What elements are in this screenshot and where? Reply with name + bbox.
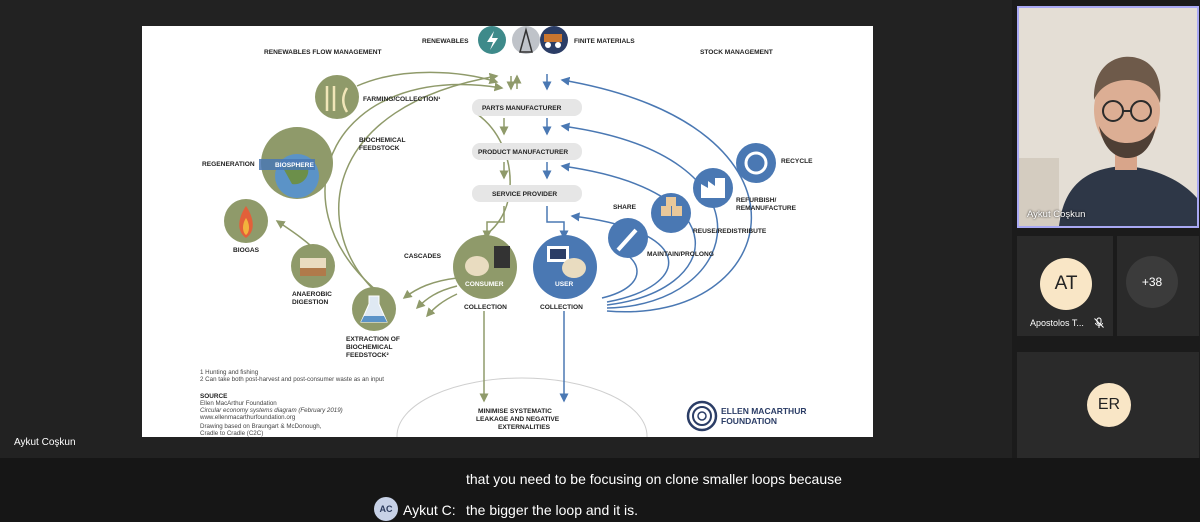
circular-economy-diagram: RENEWABLES FINITE MATERIALS RENEWABLES F…	[199, 26, 813, 437]
participant-name: Apostolos T...	[1030, 318, 1084, 328]
avatar: ER	[1087, 383, 1131, 427]
wheat-fish-icon	[315, 75, 359, 119]
label-extraction-3: FEEDSTOCK²	[346, 352, 390, 359]
label-cascades: CASCADES	[404, 253, 442, 260]
video-tile-name: Aykut Coşkun	[1027, 209, 1086, 220]
label-extraction-1: EXTRACTION OF	[346, 336, 400, 343]
label-collection-right: COLLECTION	[540, 304, 583, 311]
label-refurbish-2: REMANUFACTURE	[736, 205, 797, 212]
label-biochemical-1: BIOCHEMICAL	[359, 137, 406, 144]
label-minimise-2: LEAKAGE AND NEGATIVE	[476, 416, 560, 423]
live-captions-bar: that you need to be focusing on clone sm…	[0, 458, 1200, 522]
label-stock-management: STOCK MANAGEMENT	[700, 49, 773, 56]
logo-text-1: ELLEN MACARTHUR	[721, 406, 806, 416]
label-biogas: BIOGAS	[233, 247, 260, 254]
label-finite-materials: FINITE MATERIALS	[574, 38, 635, 45]
label-renewables: RENEWABLES	[422, 38, 469, 45]
label-minimise-1: MINIMISE SYSTEMATIC	[478, 408, 552, 415]
caption-speaker-avatar: AC	[374, 497, 398, 521]
product-manufacturer-box	[472, 143, 582, 160]
avatar-initials: ER	[1097, 396, 1121, 413]
presenter-name-label: Aykut Coşkun	[14, 437, 76, 448]
avatar-initials: AT	[1054, 273, 1078, 294]
recycle-icon	[736, 143, 776, 183]
leakage-ellipse	[396, 377, 648, 437]
more-count: +38	[1141, 275, 1163, 289]
label-recycle: RECYCLE	[781, 158, 813, 165]
label-farming: FARMING/COLLECTION¹	[363, 96, 440, 103]
caption-line-1: that you need to be focusing on clone sm…	[466, 471, 842, 487]
label-maintain: MAINTAIN/PROLONG	[647, 251, 714, 258]
label-user: USER	[555, 281, 574, 288]
mic-muted-icon	[1093, 316, 1105, 328]
label-anaerobic-2: DIGESTION	[292, 299, 329, 306]
shared-slide: RENEWABLES FINITE MATERIALS RENEWABLES F…	[142, 26, 873, 437]
footnote-2: 2 Can take both post-harvest and post-co…	[200, 376, 384, 383]
label-reuse: REUSE/REDISTRIBUTE	[693, 228, 767, 235]
source-line-3: www.ellenmacarthurfoundation.org	[199, 414, 296, 421]
oil-rig-icon	[512, 26, 540, 54]
parts-manufacturer-box	[472, 99, 582, 116]
top-icons	[478, 26, 568, 54]
source-line-4: Drawing based on Braungart & McDonough,	[200, 423, 322, 430]
label-refurbish-1: REFURBISH/	[736, 197, 776, 204]
ellen-macarthur-logo: ELLEN MACARTHUR FOUNDATION	[686, 400, 806, 432]
label-consumer: CONSUMER	[465, 281, 504, 288]
label-biochemical-2: FEEDSTOCK	[359, 145, 400, 152]
service-provider-box	[472, 185, 582, 202]
label-collection-left: COLLECTION	[464, 304, 507, 311]
label-minimise-3: EXTERNALITIES	[498, 424, 551, 431]
label-biosphere: BIOSPHERE	[275, 162, 314, 169]
more-participants-button[interactable]: +38	[1126, 256, 1178, 308]
caption-speaker-label: Aykut C:	[403, 502, 456, 518]
avatar: AT	[1040, 258, 1092, 310]
label-product-manufacturer: PRODUCT MANUFACTURER	[478, 149, 568, 156]
label-service-provider: SERVICE PROVIDER	[492, 191, 557, 198]
label-parts-manufacturer: PARTS MANUFACTURER	[482, 105, 562, 112]
caption-line-2: the bigger the loop and it is.	[466, 502, 639, 518]
label-regeneration: REGENERATION	[202, 161, 255, 168]
label-renewables-flow: RENEWABLES FLOW MANAGEMENT	[264, 49, 382, 56]
source-title: SOURCE	[200, 393, 228, 400]
label-extraction-2: BIOCHEMICAL	[346, 344, 393, 351]
source-line-5: Cradle to Cradle (C2C)	[200, 430, 263, 437]
active-speaker-video[interactable]: Aykut Coşkun	[1017, 6, 1199, 228]
speaker-video-feed	[1019, 8, 1197, 226]
source-line-2: Circular economy systems diagram (Februa…	[200, 407, 343, 414]
source-line-1: Ellen MacArthur Foundation	[200, 400, 277, 407]
logo-text-2: FOUNDATION	[721, 416, 777, 426]
caption-speaker-initials: AC	[379, 504, 393, 514]
technical-loops	[560, 76, 753, 313]
label-share: SHARE	[613, 204, 637, 211]
label-anaerobic-1: ANAEROBIC	[292, 291, 332, 298]
footnote-1: 1 Hunting and fishing	[200, 369, 259, 376]
